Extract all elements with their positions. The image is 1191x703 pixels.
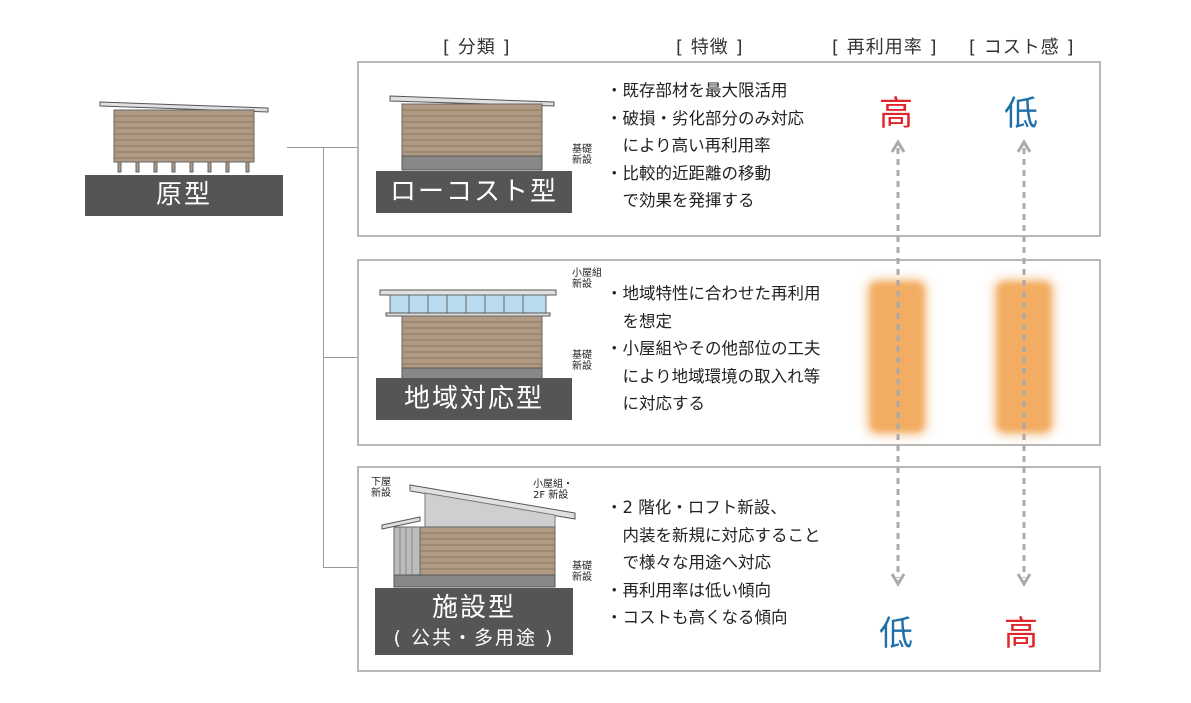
prototype-label: 原型 [85, 175, 283, 216]
low-cost-cost: 低 [1004, 94, 1038, 134]
cost-scale-arrow [1016, 139, 1032, 587]
regional-label: 地域対応型 [376, 378, 572, 420]
connector-line [287, 147, 358, 148]
facility-cost: 高 [1004, 614, 1038, 654]
facility-house-illustration [381, 484, 576, 588]
prototype-house-illustration [99, 101, 269, 173]
facility-label: 施設型 ( 公共・多用途 ) [375, 588, 573, 655]
reuse-rate-scale-arrow [890, 139, 906, 587]
low-cost-house-illustration [389, 95, 555, 171]
note-roof: 小屋組 新設 [572, 268, 602, 290]
connector-line [323, 567, 358, 568]
connector-line [323, 357, 358, 358]
facility-label-title: 施設型 [431, 593, 516, 623]
note-foundation: 基礎 新設 [572, 144, 592, 166]
note-foundation: 基礎 新設 [572, 350, 592, 372]
facility-features: ・2 階化・ロフト新設、 内装を新規に対応すること で様々な用途へ対応 ・再利用… [606, 498, 821, 627]
note-lower-roof: 下屋 新設 [371, 477, 391, 499]
note-roof: 小屋組・ 2F 新設 [533, 479, 573, 501]
low-cost-reuse-rate: 高 [879, 94, 913, 134]
facility-label-sub: ( 公共・多用途 ) [393, 627, 555, 649]
header-category: [ 分類 ] [443, 37, 511, 58]
low-cost-features: ・既存部材を最大限活用 ・破損・劣化部分のみ対応 により高い再利用率 ・比較的近… [606, 81, 804, 210]
note-foundation: 基礎 新設 [572, 561, 592, 583]
header-reuse-rate: [ 再利用率 ] [832, 37, 938, 58]
header-features: [ 特徴 ] [676, 37, 744, 58]
regional-features: ・地域特性に合わせた再利用 を想定 ・小屋組やその他部位の工夫 により地域環境の… [606, 284, 821, 413]
header-cost: [ コスト感 ] [969, 37, 1075, 58]
regional-house-illustration [379, 289, 557, 381]
low-cost-label: ローコスト型 [376, 171, 572, 213]
facility-reuse-rate: 低 [879, 614, 913, 654]
